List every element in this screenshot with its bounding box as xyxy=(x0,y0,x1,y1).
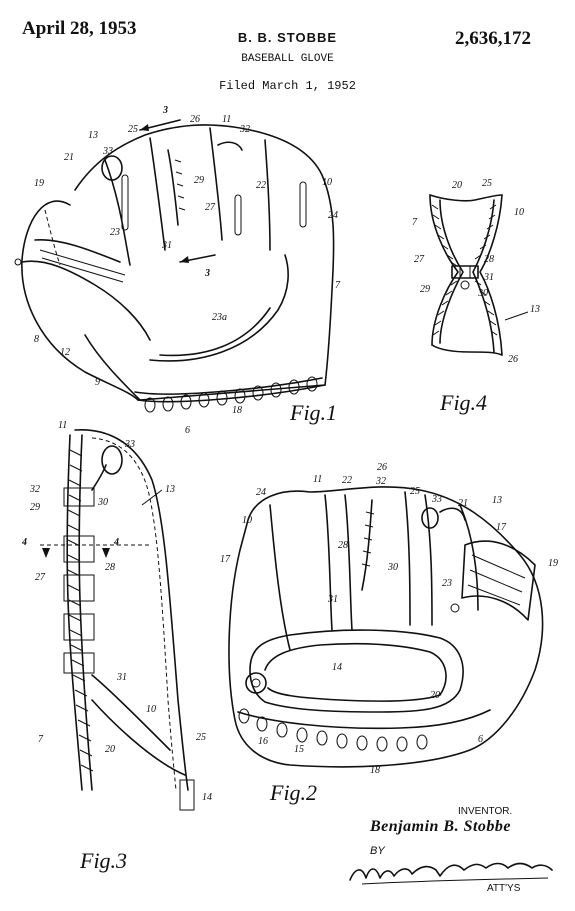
svg-text:31: 31 xyxy=(116,672,127,683)
svg-text:28: 28 xyxy=(105,562,115,573)
svg-text:3: 3 xyxy=(204,268,210,279)
svg-text:31: 31 xyxy=(483,272,494,283)
svg-text:14: 14 xyxy=(332,662,342,673)
filing-date: Filed March 1, 1952 xyxy=(219,79,356,93)
inventor-heading: B. B. STOBBE xyxy=(237,30,338,45)
svg-text:30: 30 xyxy=(387,562,398,573)
svg-text:22: 22 xyxy=(256,180,266,191)
svg-text:28: 28 xyxy=(484,254,494,265)
svg-text:29: 29 xyxy=(194,175,204,186)
svg-text:24: 24 xyxy=(328,210,338,221)
svg-text:16: 16 xyxy=(258,736,268,747)
svg-text:11: 11 xyxy=(313,474,322,485)
attorney-signature xyxy=(349,862,553,885)
patent-date: April 28, 1953 xyxy=(22,18,137,39)
svg-text:30: 30 xyxy=(477,288,488,299)
svg-text:17: 17 xyxy=(496,522,507,533)
svg-text:21: 21 xyxy=(64,152,74,163)
svg-text:31: 31 xyxy=(327,594,338,605)
fig2-caption: Fig.2 xyxy=(269,780,317,805)
svg-text:14: 14 xyxy=(202,792,212,803)
svg-text:13: 13 xyxy=(165,484,175,495)
svg-text:20: 20 xyxy=(430,690,440,701)
svg-text:29: 29 xyxy=(420,284,430,295)
svg-text:18: 18 xyxy=(370,765,380,776)
svg-text:3: 3 xyxy=(162,105,168,116)
svg-text:25: 25 xyxy=(410,486,420,497)
svg-text:13: 13 xyxy=(88,130,98,141)
svg-text:27: 27 xyxy=(205,202,216,213)
svg-text:25: 25 xyxy=(482,178,492,189)
svg-text:23: 23 xyxy=(110,227,120,238)
svg-text:33: 33 xyxy=(431,494,442,505)
attorneys-label: ATT'YS xyxy=(487,883,521,894)
svg-text:31: 31 xyxy=(161,240,172,251)
fig1-drawing: 3 26 11 32 13 25 33 21 19 29 22 10 27 24… xyxy=(14,105,341,436)
by-label: BY xyxy=(370,845,385,857)
svg-text:27: 27 xyxy=(414,254,425,265)
svg-text:12: 12 xyxy=(60,347,70,358)
svg-text:26: 26 xyxy=(190,114,200,125)
svg-text:7: 7 xyxy=(38,734,44,745)
svg-text:33: 33 xyxy=(124,439,135,450)
fig4-caption: Fig.4 xyxy=(439,390,487,415)
svg-text:26: 26 xyxy=(377,462,387,473)
inventor-label: INVENTOR. xyxy=(458,806,513,817)
svg-text:33: 33 xyxy=(102,146,113,157)
svg-text:7: 7 xyxy=(335,280,341,291)
svg-text:10: 10 xyxy=(514,207,524,218)
svg-text:6: 6 xyxy=(185,425,190,436)
svg-text:9: 9 xyxy=(95,377,100,388)
svg-text:13: 13 xyxy=(530,304,540,315)
svg-text:24: 24 xyxy=(256,487,266,498)
patent-number: 2,636,172 xyxy=(455,28,531,49)
svg-text:25: 25 xyxy=(196,732,206,743)
svg-text:26: 26 xyxy=(508,354,518,365)
svg-text:23a: 23a xyxy=(212,312,227,323)
svg-text:20: 20 xyxy=(105,744,115,755)
svg-text:4: 4 xyxy=(21,537,27,548)
svg-text:13: 13 xyxy=(492,495,502,506)
svg-text:32: 32 xyxy=(375,476,386,487)
svg-text:23: 23 xyxy=(442,578,452,589)
svg-text:29: 29 xyxy=(30,502,40,513)
fig3-drawing: 11 33 32 30 13 29 4 4 28 27 31 10 7 25 2… xyxy=(21,420,212,873)
svg-text:4: 4 xyxy=(113,537,119,548)
svg-text:19: 19 xyxy=(34,178,44,189)
fig3-caption: Fig.3 xyxy=(79,848,127,873)
svg-text:20: 20 xyxy=(452,180,462,191)
svg-text:21: 21 xyxy=(458,498,468,509)
svg-text:15: 15 xyxy=(294,744,304,755)
fig1-caption: Fig.1 xyxy=(289,400,337,425)
svg-text:10: 10 xyxy=(146,704,156,715)
svg-text:18: 18 xyxy=(232,405,242,416)
inventor-signature: Benjamin B. Stobbe xyxy=(370,818,512,835)
svg-text:30: 30 xyxy=(97,497,108,508)
svg-text:22: 22 xyxy=(342,475,352,486)
patent-title: BASEBALL GLOVE xyxy=(241,53,334,65)
svg-text:32: 32 xyxy=(29,484,40,495)
svg-text:8: 8 xyxy=(34,334,39,345)
svg-text:11: 11 xyxy=(58,420,67,431)
svg-text:10: 10 xyxy=(322,177,332,188)
fig2-drawing: 26 11 22 32 25 33 21 13 24 17 10 28 17 3… xyxy=(220,462,558,805)
svg-text:19: 19 xyxy=(548,558,558,569)
svg-text:17: 17 xyxy=(220,554,231,565)
svg-text:10: 10 xyxy=(242,515,252,526)
svg-text:11: 11 xyxy=(222,114,231,125)
svg-text:32: 32 xyxy=(239,124,250,135)
svg-text:7: 7 xyxy=(412,217,418,228)
fig4-drawing: 20 25 7 10 27 28 31 29 30 13 26 Fig.4 xyxy=(412,178,540,415)
svg-text:27: 27 xyxy=(35,572,46,583)
svg-text:25: 25 xyxy=(128,124,138,135)
svg-text:6: 6 xyxy=(478,734,483,745)
svg-text:28: 28 xyxy=(338,540,348,551)
